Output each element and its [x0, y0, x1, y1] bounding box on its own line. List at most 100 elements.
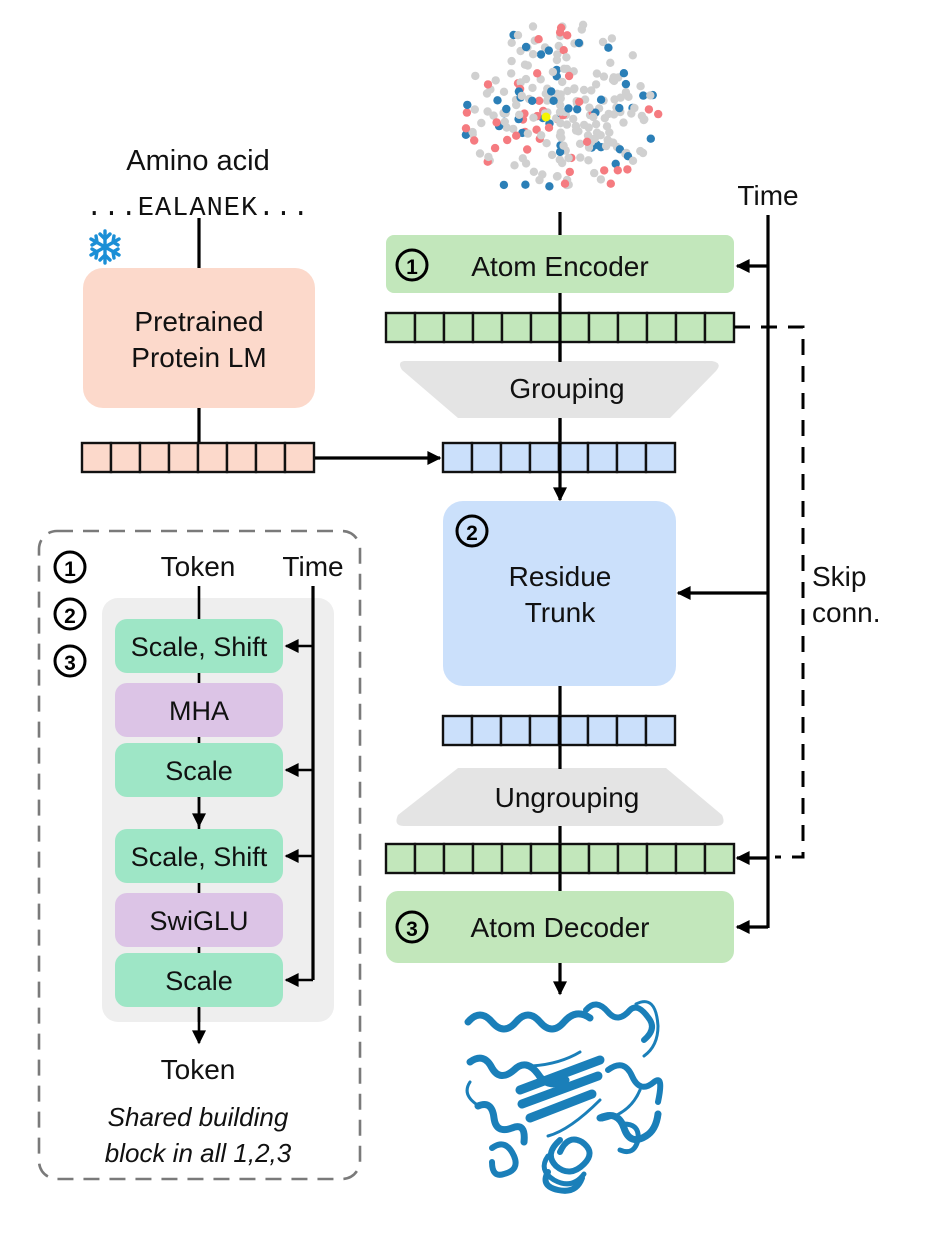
lm-embedding-cell — [167, 441, 200, 474]
atom-point — [523, 129, 533, 138]
atom-point — [490, 143, 500, 153]
lm-embedding-cell — [254, 441, 287, 474]
encoder-embedding-cell — [674, 311, 707, 344]
grouped-embedding-cell — [470, 441, 503, 474]
atom-point — [544, 123, 554, 132]
atom-point — [559, 46, 568, 55]
atom-point — [461, 130, 471, 139]
atom-point — [470, 105, 479, 114]
atom-point — [619, 69, 629, 78]
encoder-index: 1 — [406, 256, 418, 279]
atom-point — [564, 153, 573, 163]
block-index-badges: 1 2 3 — [53, 550, 87, 678]
atom-point — [542, 139, 551, 148]
atom-point — [529, 167, 539, 176]
atom-point — [646, 91, 655, 100]
encoder-embedding-cell — [384, 311, 417, 344]
atom-point — [521, 42, 531, 52]
atom-point — [462, 108, 472, 117]
atom-point — [557, 107, 566, 116]
grouped-embedding-cell — [644, 441, 677, 474]
block-token-out-label: Token — [161, 1054, 236, 1085]
atom-point — [499, 87, 509, 97]
atom-encoder-label: Atom Encoder — [471, 251, 648, 282]
atom-point — [585, 103, 594, 112]
residue-trunk-block — [443, 501, 676, 686]
block-token-in-label: Token — [161, 551, 236, 582]
atom-point — [628, 51, 637, 60]
trunk-embedding-cell — [528, 714, 561, 747]
atom-point — [533, 69, 542, 78]
atom-point — [492, 118, 501, 127]
atom-point — [559, 141, 568, 150]
trunk-embedding-cell — [615, 714, 648, 747]
atom-point — [536, 50, 546, 59]
encoder-embedding-cell — [587, 311, 620, 344]
atom-decoder-block — [386, 891, 734, 963]
trunk-embedding-cell — [499, 714, 532, 747]
atom-point — [589, 112, 598, 122]
atom-point — [556, 90, 565, 99]
atom-point — [491, 76, 500, 85]
decoder-embedding — [384, 842, 736, 875]
atom-point — [543, 96, 552, 105]
decoder-embedding-cell — [471, 842, 504, 875]
block-layer-mha — [115, 683, 283, 737]
lm-embedding — [80, 441, 316, 474]
trunk-embedding-cell — [644, 714, 677, 747]
skip-connection-line — [734, 325, 805, 859]
atom-point — [562, 120, 572, 129]
decoder-embedding-cell — [500, 842, 533, 875]
atom-point — [512, 100, 521, 110]
grouped-embedding-cell — [441, 441, 474, 474]
encoder-embedding-cell — [471, 311, 504, 344]
trunk-title-line2: Trunk — [525, 597, 597, 628]
atom-point — [528, 50, 538, 59]
atom-point — [512, 131, 521, 140]
trunk-embedding-cell — [586, 714, 619, 747]
atom-point — [627, 109, 636, 118]
atom-point — [619, 118, 628, 127]
atom-point — [555, 147, 565, 157]
atom-point — [646, 134, 655, 143]
block-layer-scale-shift-label: Scale, Shift — [131, 842, 268, 872]
atom-point-highlight — [541, 112, 551, 122]
atom-point — [484, 152, 493, 162]
atom-point — [517, 91, 526, 101]
atom-point — [609, 73, 618, 82]
atom-point — [535, 96, 544, 106]
atom-point — [563, 31, 572, 40]
atom-point — [549, 96, 558, 106]
atom-point — [606, 138, 616, 147]
atom-point — [510, 161, 519, 170]
decoder-index: 3 — [406, 918, 418, 941]
atom-point — [598, 37, 608, 47]
time-label: Time — [737, 180, 798, 211]
block-layer-swiglu — [115, 893, 283, 947]
lm-embedding-cell — [80, 441, 113, 474]
block-layer-scale-shift-label: Scale, Shift — [131, 632, 268, 662]
atom-point — [596, 131, 605, 140]
atom-point — [604, 43, 613, 52]
decoder-embedding-cell — [616, 842, 649, 875]
atom-point — [638, 148, 648, 158]
atom-point — [596, 175, 606, 184]
encoder-embedding-cell — [703, 311, 736, 344]
grouped-embedding-cell — [499, 441, 532, 474]
lm-embedding-cell — [138, 441, 171, 474]
grouped-embedding-cell — [586, 441, 619, 474]
encoder-index-badge — [395, 248, 429, 282]
atom-point — [477, 118, 486, 128]
decoder-embedding-cell — [413, 842, 446, 875]
skip-label-line1: Skip — [812, 561, 866, 592]
atom-point — [615, 103, 624, 113]
ungrouping-block — [396, 768, 724, 826]
block-layer-scale-label: Scale — [165, 966, 233, 996]
atom-decoder-label: Atom Decoder — [471, 912, 650, 943]
atom-point — [590, 168, 599, 178]
skip-label-line2: conn. — [812, 597, 881, 628]
atom-point — [521, 180, 530, 189]
encoder-embedding-cell — [413, 311, 446, 344]
decoder-embedding-cell — [384, 842, 417, 875]
